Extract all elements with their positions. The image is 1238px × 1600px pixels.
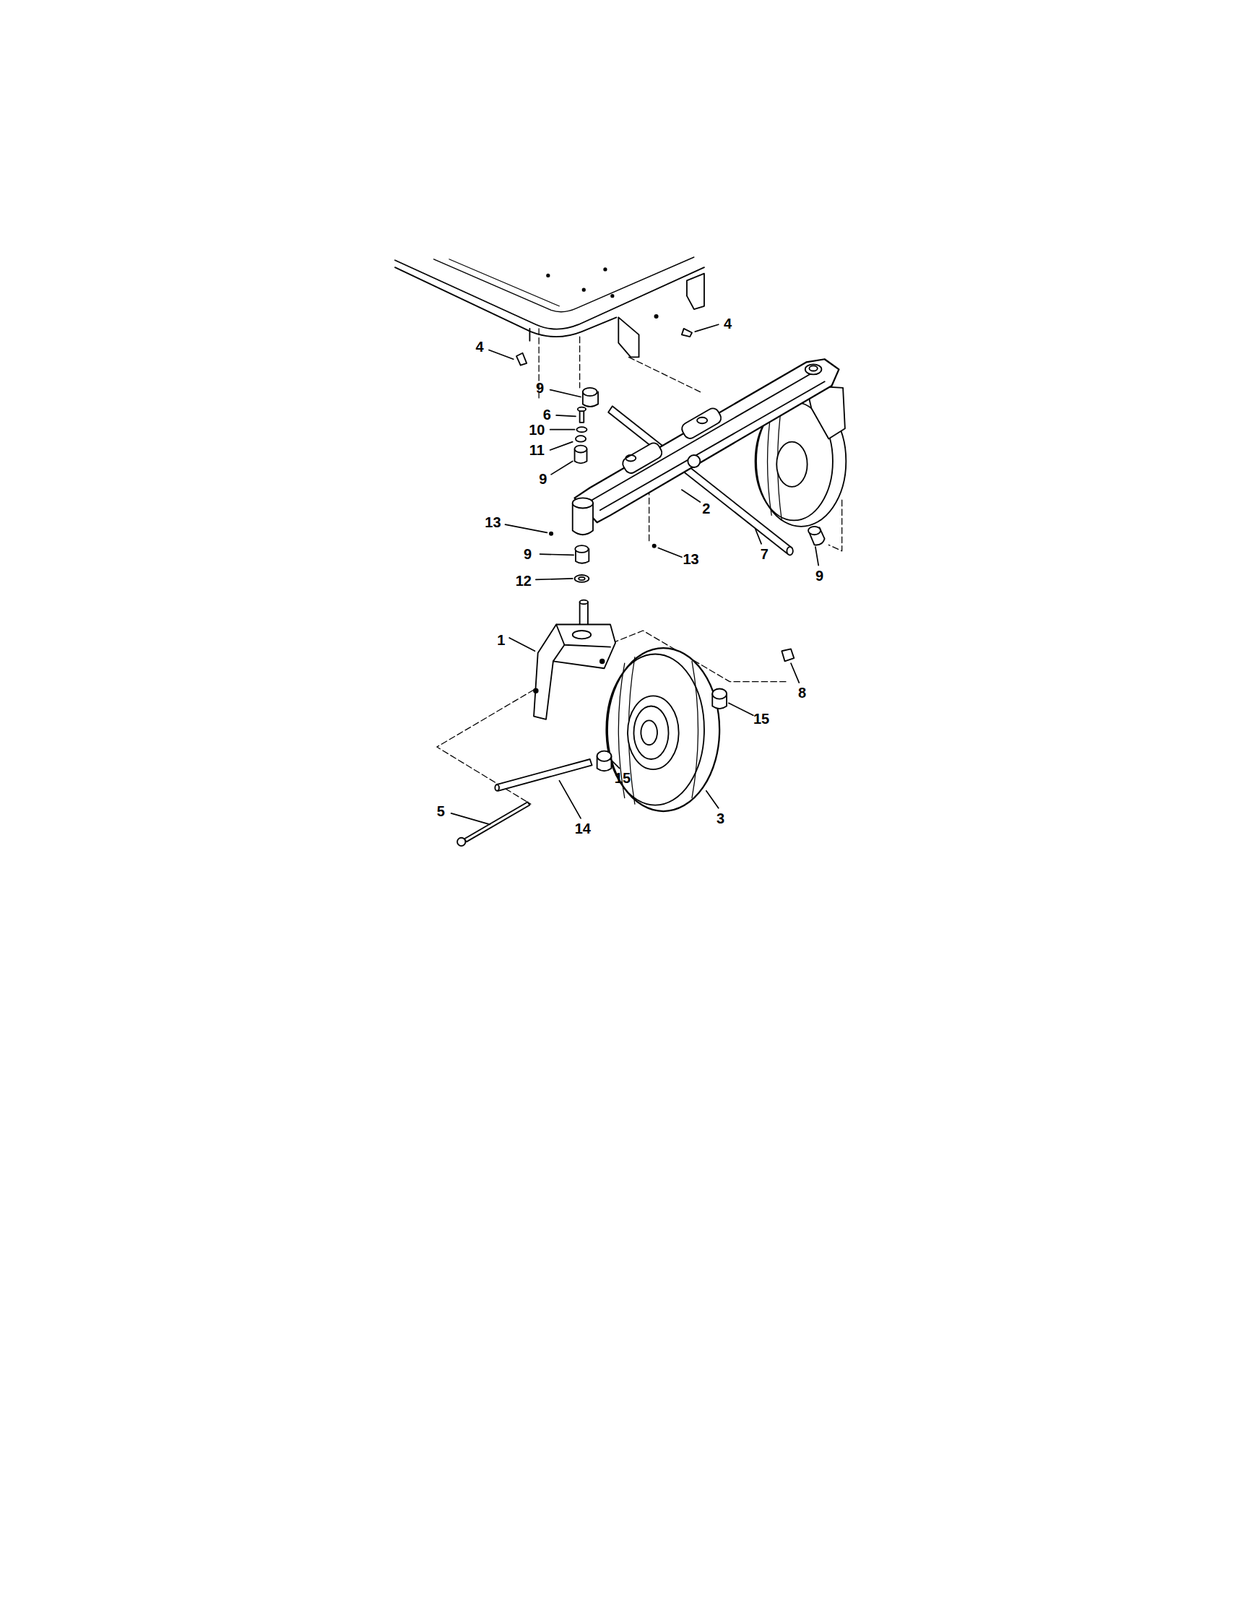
- caster-fork: [533, 600, 616, 720]
- callout-number: 9: [537, 470, 549, 487]
- callout-number: 12: [514, 572, 534, 589]
- axle-hardware: [457, 689, 727, 847]
- callout-number: 7: [759, 546, 770, 562]
- callout-number: 4: [722, 315, 734, 332]
- callout-number: 15: [613, 769, 633, 786]
- callout-number: 9: [534, 379, 546, 396]
- callout-number: 9: [814, 567, 825, 584]
- mower-deck: [395, 257, 705, 357]
- callout-number: 6: [541, 406, 553, 423]
- callout-number: 13: [483, 514, 502, 531]
- callout-number: 8: [796, 684, 808, 701]
- callout-number: 4: [474, 338, 486, 355]
- callout-number: 3: [715, 810, 726, 827]
- hardware: [516, 328, 825, 662]
- callout-number: 5: [435, 803, 447, 820]
- axle-arm: [572, 358, 840, 535]
- callout-number: 10: [527, 421, 547, 438]
- callout-number: 2: [700, 500, 712, 517]
- callout-number: 11: [527, 442, 547, 458]
- callout-number: 13: [681, 551, 700, 567]
- assembly-guides: [436, 328, 843, 804]
- caster-wheel: [605, 647, 720, 812]
- callout-number: 15: [751, 710, 771, 727]
- callout-number: 1: [495, 632, 507, 648]
- leader-lines: [451, 324, 820, 825]
- callout-number: 14: [573, 820, 593, 837]
- callout-number: 9: [522, 546, 534, 562]
